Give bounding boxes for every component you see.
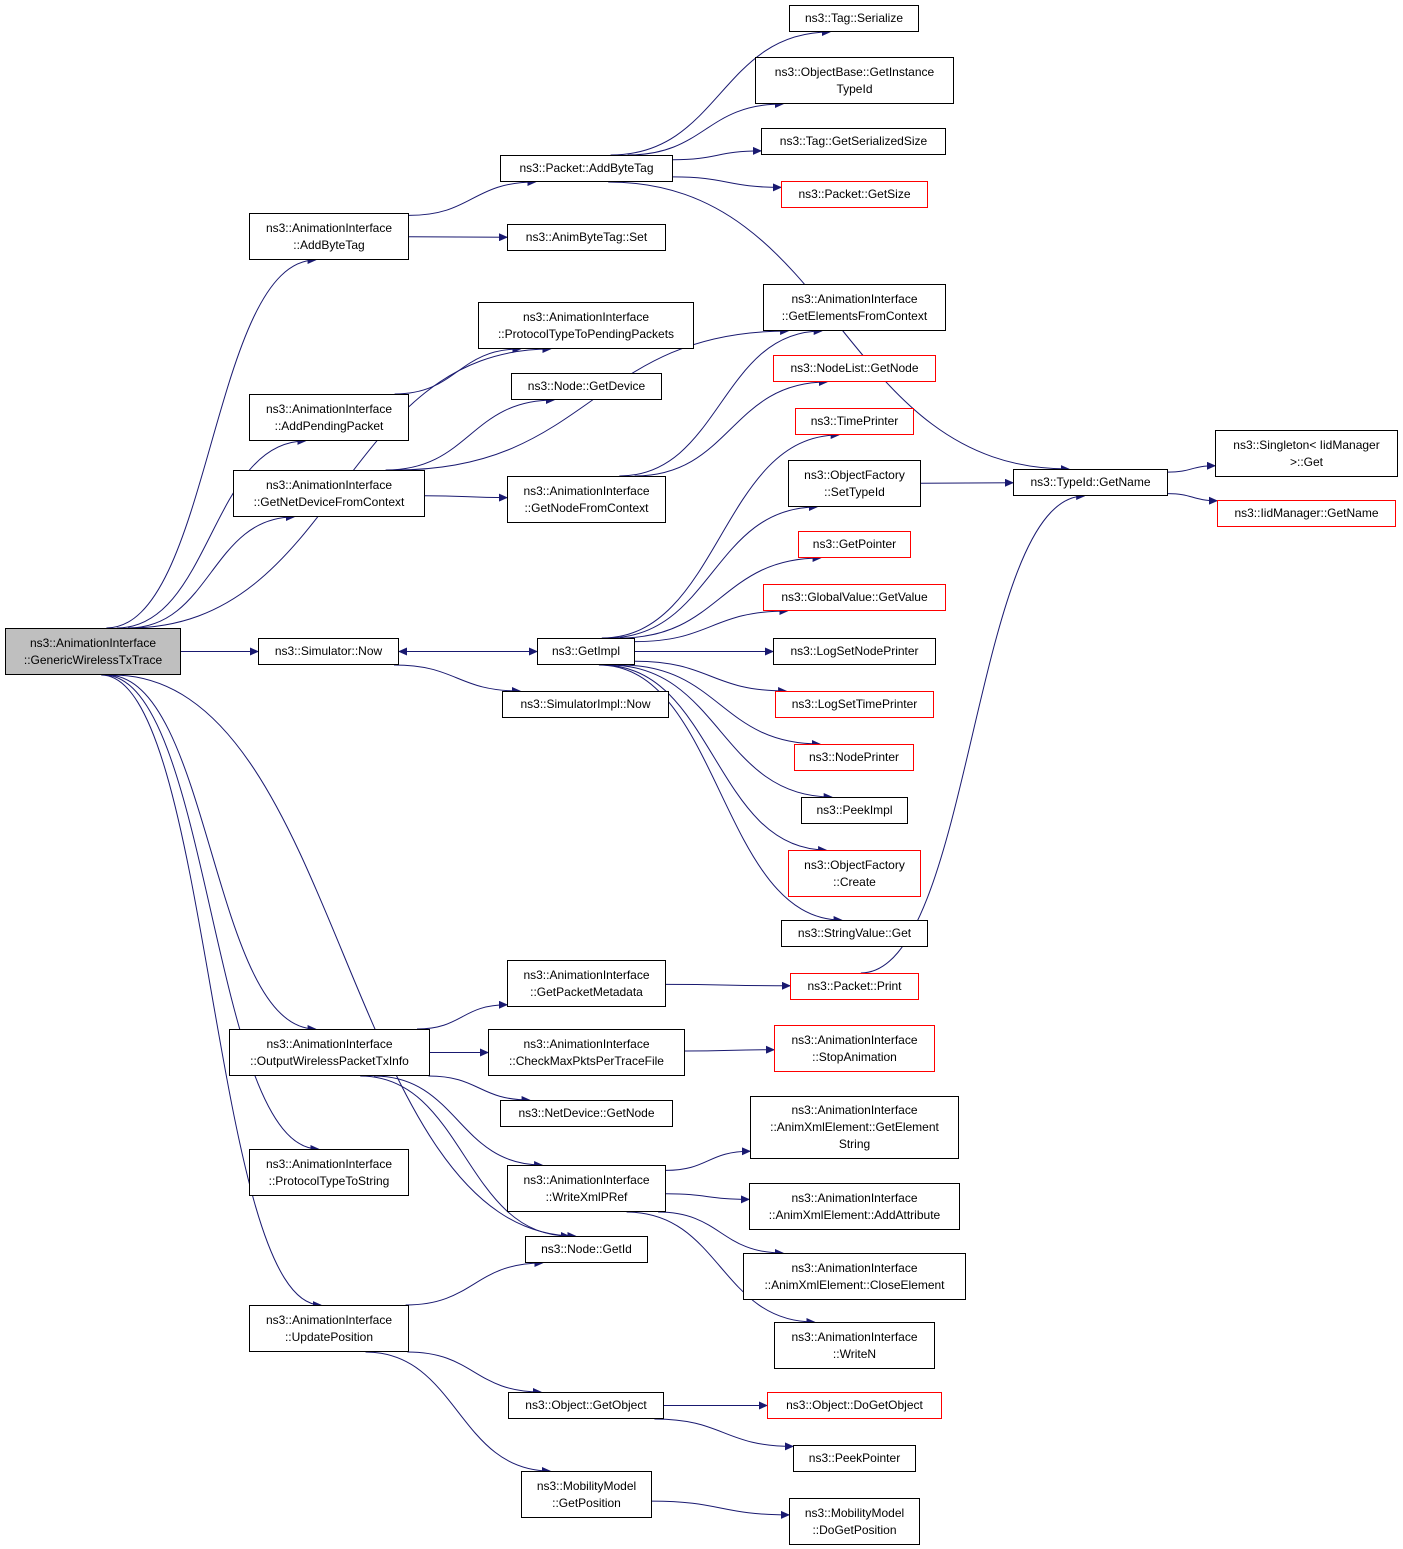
edge-getNetDev-to-getNodeCtx: [424, 493, 508, 502]
node-object-factory-set-type-id[interactable]: ns3::ObjectFactory ::SetTypeId: [788, 460, 921, 507]
node-net-device-get-node[interactable]: ns3::NetDevice::GetNode: [500, 1100, 673, 1127]
edge-outWireless-to-ndGetNode: [428, 1075, 531, 1104]
edge-writeXml-to-writeN: [626, 1211, 816, 1326]
edge-getImpl-to-getPointer: [619, 554, 822, 639]
node-protocol-type-to-string[interactable]: ns3::AnimationInterface ::ProtocolTypeTo…: [249, 1149, 409, 1196]
node-packet-add-byte-tag[interactable]: ns3::Packet::AddByteTag: [500, 155, 673, 182]
edge-getImpl-to-nodePrinter: [620, 664, 821, 748]
edge-root-to-addPending: [116, 437, 307, 629]
node-add-pending-packet[interactable]: ns3::AnimationInterface ::AddPendingPack…: [249, 394, 409, 441]
edge-root-to-addByteTag: [106, 256, 317, 629]
edge-getImpl-to-logSetTimePrinter: [634, 660, 788, 695]
node-animation-add-byte-tag[interactable]: ns3::AnimationInterface ::AddByteTag: [249, 213, 409, 260]
node-node-get-id[interactable]: ns3::Node::GetId: [525, 1236, 648, 1263]
node-time-printer[interactable]: ns3::TimePrinter: [795, 408, 914, 435]
node-get-element-string[interactable]: ns3::AnimationInterface ::AnimXmlElement…: [750, 1096, 959, 1159]
edge-pktAddByteTag-to-tagSerialize: [610, 28, 831, 156]
node-generic-wireless-tx-trace: ns3::AnimationInterface ::GenericWireles…: [5, 628, 181, 675]
edge-outWireless-to-nodeGetId: [360, 1075, 570, 1240]
edge-simNow-to-simImplNow: [393, 664, 521, 695]
node-global-value-get-value[interactable]: ns3::GlobalValue::GetValue: [763, 584, 946, 611]
node-object-get-object[interactable]: ns3::Object::GetObject: [508, 1392, 664, 1419]
node-write-n[interactable]: ns3::AnimationInterface ::WriteN: [774, 1322, 935, 1369]
node-mobility-model-do-get-position[interactable]: ns3::MobilityModel ::DoGetPosition: [789, 1498, 920, 1545]
node-simulator-now[interactable]: ns3::Simulator::Now: [258, 638, 399, 665]
node-get-instance-type-id[interactable]: ns3::ObjectBase::GetInstance TypeId: [755, 57, 954, 104]
node-write-xml-pref[interactable]: ns3::AnimationInterface ::WriteXmlPRef: [507, 1165, 666, 1212]
edge-root-to-updPos: [101, 674, 322, 1309]
node-output-wireless-packet-tx-info[interactable]: ns3::AnimationInterface ::OutputWireless…: [229, 1029, 430, 1076]
edge-root-to-nodeGetId: [112, 674, 577, 1240]
node-get-node-from-context[interactable]: ns3::AnimationInterface ::GetNodeFromCon…: [507, 476, 666, 523]
node-string-value-get[interactable]: ns3::StringValue::Get: [781, 920, 928, 947]
edge-root-to-protoStr: [103, 674, 320, 1153]
edge-writeXml-to-closeElem: [658, 1211, 784, 1257]
edge-typeIdGetName-to-iidGetName: [1167, 493, 1218, 505]
edge-updPos-to-mobGetPos: [365, 1351, 551, 1475]
edge-getImpl-to-strValGet: [598, 664, 843, 924]
edge-typeIdGetName-to-singletonGet: [1167, 461, 1216, 473]
node-stop-animation[interactable]: ns3::AnimationInterface ::StopAnimation: [774, 1025, 935, 1072]
node-node-get-device[interactable]: ns3::Node::GetDevice: [511, 373, 662, 400]
node-log-set-time-printer[interactable]: ns3::LogSetTimePrinter: [775, 691, 934, 718]
edge-updPos-to-nodeGetId: [405, 1259, 544, 1306]
edge-writeXml-to-getElemStr: [665, 1147, 751, 1171]
edge-pktAddByteTag-to-tagSerSize: [672, 146, 762, 161]
edge-pktAddByteTag-to-getInstTypeId: [627, 100, 784, 156]
edge-outWireless-to-writeXml: [373, 1075, 544, 1169]
node-get-pointer[interactable]: ns3::GetPointer: [798, 531, 911, 558]
node-node-printer[interactable]: ns3::NodePrinter: [794, 744, 914, 771]
edge-checkMax-to-stopAnim: [684, 1045, 775, 1054]
edge-getImpl-to-ofSetTypeId: [607, 503, 818, 639]
edge-addPending-to-protoPending: [394, 345, 522, 395]
node-add-attribute[interactable]: ns3::AnimationInterface ::AnimXmlElement…: [749, 1183, 960, 1230]
node-log-set-node-printer[interactable]: ns3::LogSetNodePrinter: [773, 638, 936, 665]
node-tag-serialize[interactable]: ns3::Tag::Serialize: [789, 5, 919, 32]
edge-getPktMeta-to-pktPrint: [665, 981, 791, 990]
edge-getNodeCtx-to-nodeListGetNode: [634, 378, 828, 477]
node-object-factory-create[interactable]: ns3::ObjectFactory ::Create: [788, 850, 921, 897]
edge-getImpl-to-peekImpl: [608, 664, 833, 801]
edge-writeXml-to-addAttr: [665, 1193, 750, 1204]
node-get-impl[interactable]: ns3::GetImpl: [537, 638, 635, 665]
node-tag-get-serialized-size[interactable]: ns3::Tag::GetSerializedSize: [761, 128, 946, 155]
node-get-net-device-from-context[interactable]: ns3::AnimationInterface ::GetNetDeviceFr…: [233, 470, 425, 517]
node-protocol-type-to-pending-packets[interactable]: ns3::AnimationInterface ::ProtocolTypeTo…: [478, 302, 694, 349]
edge-getNetDev-to-getElemCtx: [395, 327, 790, 471]
node-object-do-get-object[interactable]: ns3::Object::DoGetObject: [767, 1392, 942, 1419]
edge-objGetObject-to-peekPointer: [654, 1418, 794, 1451]
edge-getNetDev-to-nodeGetDevice: [385, 396, 555, 471]
node-update-position[interactable]: ns3::AnimationInterface ::UpdatePosition: [249, 1305, 409, 1352]
edge-getImpl-to-ofCreate: [602, 664, 828, 854]
node-packet-get-size[interactable]: ns3::Packet::GetSize: [781, 181, 928, 208]
edge-getImpl-to-timePrinter: [601, 431, 840, 639]
edge-updPos-to-objGetObject: [407, 1351, 542, 1396]
edge-root-to-getNetDev: [128, 513, 295, 629]
node-type-id-get-name[interactable]: ns3::TypeId::GetName: [1013, 469, 1168, 496]
node-get-elements-from-context[interactable]: ns3::AnimationInterface ::GetElementsFro…: [763, 284, 946, 331]
node-get-packet-metadata[interactable]: ns3::AnimationInterface ::GetPacketMetad…: [507, 960, 666, 1007]
node-close-element[interactable]: ns3::AnimationInterface ::AnimXmlElement…: [743, 1253, 966, 1300]
edge-getNodeCtx-to-getElemCtx: [619, 327, 823, 477]
edge-mobGetPos-to-doGetPos: [651, 1500, 790, 1519]
edge-getImpl-to-gvGetValue: [634, 607, 789, 643]
node-iid-manager-get-name[interactable]: ns3::IidManager::GetName: [1217, 500, 1396, 527]
node-check-max-pkts-per-trace-file[interactable]: ns3::AnimationInterface ::CheckMaxPktsPe…: [488, 1029, 685, 1076]
node-singleton-iid-manager-get[interactable]: ns3::Singleton< IidManager >::Get: [1215, 430, 1398, 477]
node-peek-impl[interactable]: ns3::PeekImpl: [801, 797, 908, 824]
node-anim-byte-tag-set[interactable]: ns3::AnimByteTag::Set: [507, 224, 666, 251]
node-simulator-impl-now[interactable]: ns3::SimulatorImpl::Now: [502, 691, 669, 718]
edge-addByteTag-to-pktAddByteTag: [408, 178, 537, 216]
node-packet-print[interactable]: ns3::Packet::Print: [790, 973, 919, 1000]
edge-pktAddByteTag-to-pktGetSize: [672, 176, 782, 192]
edge-pktPrint-to-typeIdGetName: [860, 492, 1086, 974]
node-mobility-model-get-position[interactable]: ns3::MobilityModel ::GetPosition: [521, 1471, 652, 1518]
edge-outWireless-to-getPktMeta: [416, 1000, 508, 1030]
node-peek-pointer[interactable]: ns3::PeekPointer: [793, 1445, 916, 1472]
edge-root-to-outWireless: [106, 674, 317, 1033]
node-node-list-get-node[interactable]: ns3::NodeList::GetNode: [773, 355, 936, 382]
